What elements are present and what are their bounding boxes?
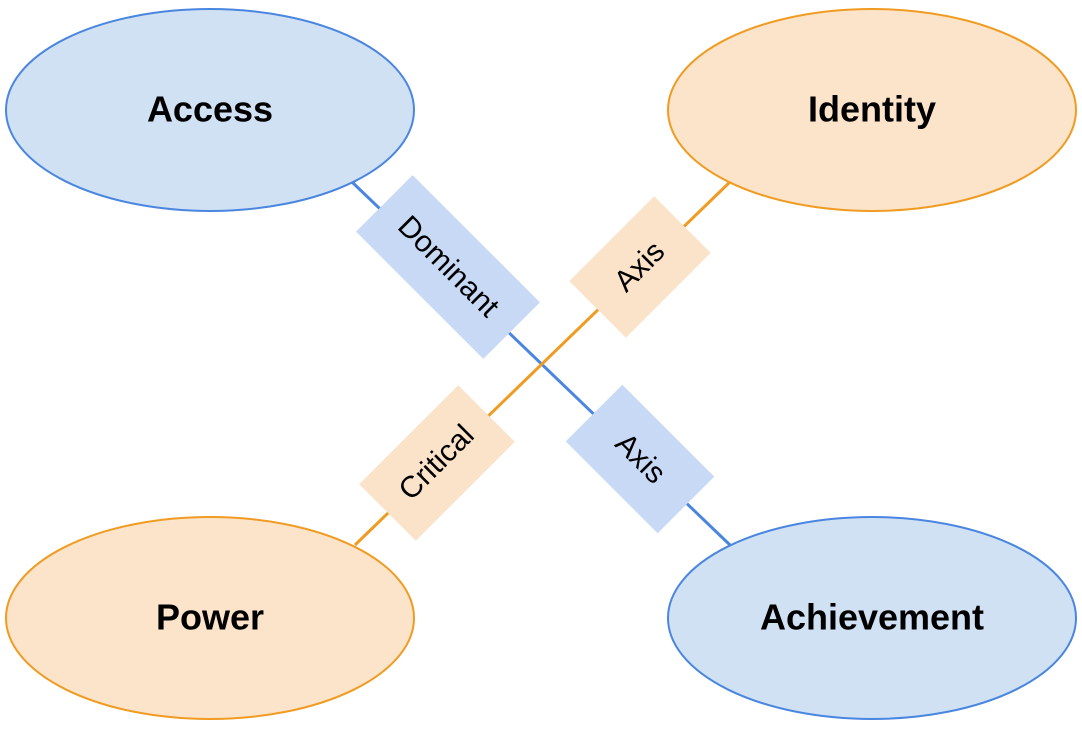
node-achievement[interactable]: Achievement — [667, 516, 1077, 720]
node-identity-label: Identity — [808, 89, 936, 130]
node-power-shape — [5, 516, 415, 720]
node-access-shape — [5, 8, 415, 212]
edge-label-axis-orange-bg — [569, 196, 711, 338]
node-power-label: Power — [156, 597, 264, 638]
node-identity-shape — [667, 8, 1077, 212]
edge-label-axis-blue-bg — [565, 384, 715, 534]
node-achievement-label: Achievement — [760, 597, 984, 638]
node-achievement-shape — [667, 516, 1077, 720]
edge-label-critical-bg — [359, 385, 515, 541]
edge-label-dominant: Dominant — [356, 175, 540, 359]
node-access[interactable]: Access — [5, 8, 415, 212]
node-access-label: Access — [147, 89, 273, 130]
edge-label-axis-orange: Axis — [569, 196, 711, 338]
edge-label-dominant-bg — [356, 175, 540, 359]
node-power[interactable]: Power — [5, 516, 415, 720]
node-identity[interactable]: Identity — [667, 8, 1077, 212]
edge-label-axis-blue: Axis — [565, 384, 715, 534]
